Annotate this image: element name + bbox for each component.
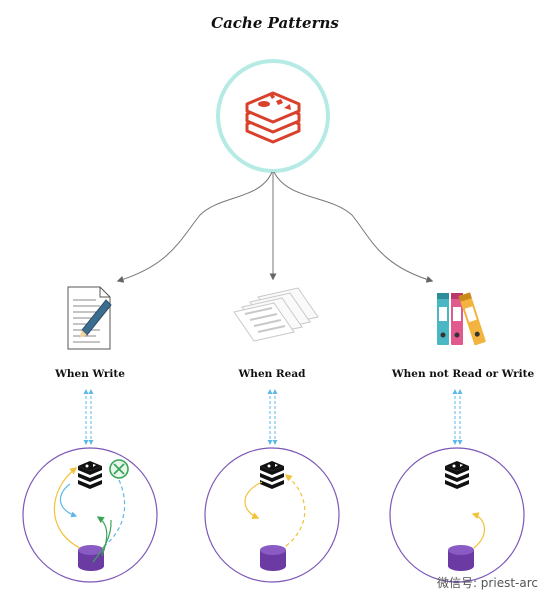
idle-cache-circle [389,447,525,583]
invalidate-x-icon [109,459,129,479]
database-cylinder-icon-write [78,545,104,571]
label-when-read: When Read [238,368,306,380]
connector-idle [273,171,434,283]
write-cache-circle [22,447,158,583]
database-cylinder-icon-idle [448,545,474,571]
binders-icon [437,292,486,346]
redis-cube-icon-write [78,461,102,489]
idle-flow-arrows [471,512,485,549]
document-pen-icon [67,286,112,350]
read-flow-arrows [244,474,306,547]
stacked-papers-icon [233,287,319,342]
redis-logo-icon [245,91,301,144]
diagram-title: Cache Patterns [211,14,339,32]
read-cache-circle [204,447,340,583]
redis-cube-icon-read [260,461,284,489]
database-cylinder-icon-read [260,545,286,571]
vertical-link-arrows [83,389,463,445]
redis-cube-icon-idle [445,461,469,489]
label-when-idle: When not Read or Write [391,368,535,380]
root-connectors [116,171,434,283]
write-flow-arrows [53,467,126,563]
watermark: 微信号: priest-arc [436,576,538,590]
root-redis-node [216,59,330,173]
connector-write [116,171,273,283]
label-when-write: When Write [55,368,125,380]
